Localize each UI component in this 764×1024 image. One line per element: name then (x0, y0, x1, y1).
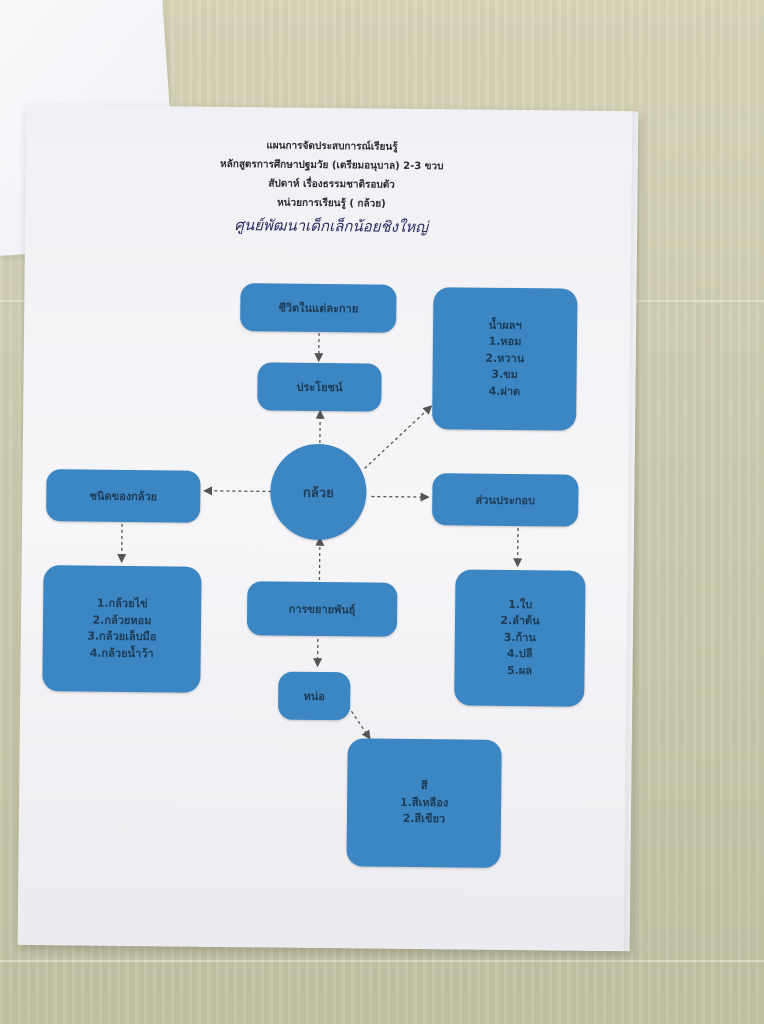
propagation-box: การขยายพันธุ์ (246, 581, 398, 637)
types-list-box: 1.กล้วยไข่ 2.กล้วยหอม 3.กล้วยเล็บมือ 4.ก… (42, 565, 202, 693)
taste-item: 1.หอม (488, 334, 522, 349)
center-label: กล้วย (302, 485, 334, 501)
parts-item: 2.ลำต้น (500, 614, 540, 628)
life-box: ชีวิตในแต่ละกาย (240, 283, 397, 333)
document-sheet: แผนการจัดประสบการณ์เรียนรู้ หลักสูตรการศ… (17, 104, 641, 952)
benefit-box: ประโยชน์ (257, 362, 382, 412)
taste-item: 3.ขม (491, 368, 518, 382)
arrow-center-to-parts (371, 492, 430, 502)
taste-item: 2.หวาน (485, 351, 525, 365)
parts-list-box: 1.ใบ 2.ลำต้น 3.ก้าน 4.ปลี 5.ผล (454, 569, 586, 707)
types-box: ชนิดของกล้วย (46, 469, 201, 523)
color-box: สี 1.สีเหลือง 2.สีเขียว (346, 738, 502, 868)
arrow-center-to-types (203, 486, 272, 496)
propagation-box-label: การขยายพันธุ์ (288, 602, 356, 617)
types-item: 1.กล้วยไข่ (96, 596, 148, 611)
color-title: สี (420, 779, 428, 793)
life-box-label: ชีวิตในแต่ละกาย (278, 301, 359, 316)
parts-box: ส่วนประกอบ (432, 473, 579, 527)
table-crease (0, 960, 764, 962)
types-item: 2.กล้วยหอม (92, 613, 152, 627)
connector-arrows (117, 332, 523, 740)
arrow-shoot-to-color (347, 705, 371, 740)
taste-box: น้ำผลฯ 1.หอม 2.หวาน 3.ขม 4.ฝาด (432, 287, 578, 431)
parts-item: 1.ใบ (508, 597, 533, 611)
types-box-label: ชนิดของกล้วย (89, 489, 158, 504)
benefit-box-label: ประโยชน์ (296, 380, 343, 395)
color-item: 1.สีเหลือง (399, 795, 449, 810)
types-item: 3.กล้วยเล็บมือ (87, 629, 157, 644)
parts-item: 5.ผล (506, 663, 533, 677)
parts-item: 3.ก้าน (503, 630, 537, 644)
center-circle: กล้วย (269, 443, 367, 541)
parts-box-label: ส่วนประกอบ (475, 493, 536, 508)
color-item: 2.สีเขียว (402, 812, 446, 826)
arrow-center-to-taste (364, 405, 433, 469)
types-item: 4.กล้วยน้ำว้า (89, 646, 154, 660)
shoot-box-label: หน่อ (303, 689, 325, 704)
taste-item: 4.ฝาด (488, 384, 521, 398)
shoot-box: หน่อ (277, 671, 351, 721)
taste-title: น้ำผลฯ (488, 318, 522, 332)
parts-item: 4.ปลี (506, 647, 533, 661)
